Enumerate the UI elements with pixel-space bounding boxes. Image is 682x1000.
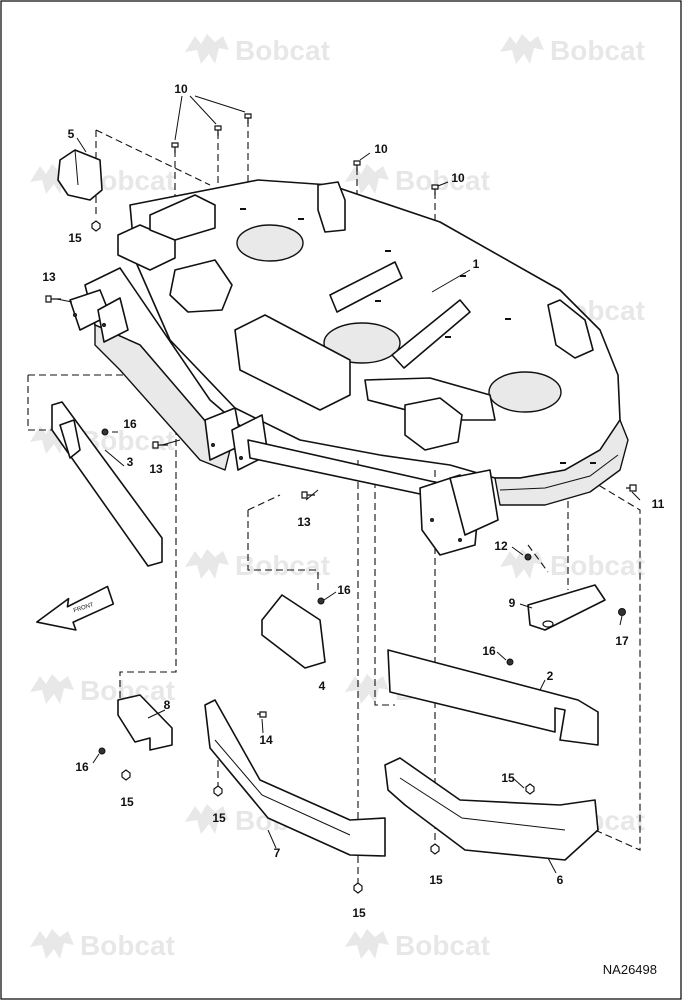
nut-15: [353, 882, 363, 894]
svg-text:Bobcat: Bobcat: [235, 35, 330, 66]
watermark: Bobcat: [30, 164, 175, 196]
callout-7: 7: [274, 846, 281, 860]
callout-16-a: 16: [123, 417, 137, 431]
bobcat-logo-icon: [30, 674, 74, 704]
nut-12: [524, 553, 532, 561]
part-3-baffle: [51, 401, 163, 567]
watermark: Bobcat: [500, 34, 645, 66]
svg-text:Bobcat: Bobcat: [550, 550, 645, 581]
callout-15-e: 15: [429, 873, 443, 887]
spindle-mount-center: [323, 322, 401, 364]
callout-11: 11: [652, 497, 665, 511]
svg-text:Bobcat: Bobcat: [550, 35, 645, 66]
bolt-10: [214, 125, 222, 136]
watermark: Bobcat: [185, 34, 330, 66]
callout-2: 2: [547, 669, 554, 683]
bolt-11: [626, 484, 637, 492]
part-7-skid: [204, 699, 386, 857]
nut-16: [98, 747, 106, 755]
callout-10-center: 10: [374, 142, 388, 156]
callout-15-b: 15: [120, 795, 134, 809]
callout-14: 14: [259, 733, 273, 747]
mower-deck-shell: [117, 179, 629, 506]
bobcat-logo-icon: [185, 804, 229, 834]
callout-6: 6: [557, 873, 564, 887]
nut-15: [91, 220, 101, 232]
part-8-bracket: [117, 694, 173, 751]
watermark: Bobcat: [345, 929, 490, 961]
svg-text:Bobcat: Bobcat: [235, 550, 330, 581]
bolt-10: [353, 160, 361, 171]
bolt-14: [257, 711, 267, 718]
spindle-mount-right: [488, 371, 562, 413]
callout-5: 5: [68, 127, 75, 141]
bobcat-logo-icon: [500, 549, 544, 579]
callout-16-d: 16: [75, 760, 89, 774]
bobcat-logo-icon: [185, 549, 229, 579]
callout-12: 12: [494, 539, 508, 553]
callout-15-c: 15: [212, 811, 226, 825]
callout-16-c: 16: [482, 644, 496, 658]
bobcat-logo-icon: [30, 929, 74, 959]
callout-1: 1: [473, 257, 480, 271]
callout-3: 3: [127, 455, 134, 469]
nut-16: [506, 658, 514, 666]
spindle-mount-left: [236, 224, 304, 262]
bobcat-logo-icon: [345, 674, 389, 704]
callout-16-b: 16: [337, 583, 351, 597]
callout-15-f: 15: [501, 771, 515, 785]
part-6-skid: [384, 757, 599, 861]
callout-15-a: 15: [68, 231, 82, 245]
watermark: Bobcat: [30, 929, 175, 961]
watermark: Bobcat: [500, 549, 645, 581]
nut-15: [430, 843, 440, 855]
front-hitch-assembly: [69, 267, 499, 556]
nut-15: [213, 785, 223, 797]
bobcat-logo-icon: [185, 34, 229, 64]
front-direction-arrow: FRONT: [36, 585, 115, 631]
part-9-bracket: [527, 584, 606, 631]
callout-17: 17: [615, 634, 629, 648]
watermark: Bobcat: [345, 164, 490, 196]
callout-15-d: 15: [352, 906, 366, 920]
nut-15: [525, 783, 535, 795]
part-2-baffle: [387, 649, 599, 746]
callout-13-lower: 13: [297, 515, 311, 529]
nut-17: [618, 608, 626, 616]
leader-lines: [56, 95, 641, 874]
bobcat-logo-icon: [345, 164, 389, 194]
bobcat-logo-icon: [345, 929, 389, 959]
svg-text:Bobcat: Bobcat: [80, 930, 175, 961]
nut-15: [121, 769, 131, 781]
svg-text:Bobcat: Bobcat: [395, 165, 490, 196]
nut-16: [317, 597, 325, 605]
callout-10-group: 10: [174, 82, 188, 96]
bobcat-logo-icon: [500, 34, 544, 64]
watermark: Bobcat: [30, 674, 175, 706]
callout-8: 8: [164, 698, 171, 712]
bolt-10: [244, 113, 252, 124]
watermark: Bobcat: [185, 549, 330, 581]
drawing-number: NA26498: [603, 962, 657, 977]
callout-4: 4: [319, 679, 326, 693]
callout-9: 9: [509, 596, 516, 610]
callout-13-left: 13: [42, 270, 56, 284]
bolt-10: [171, 142, 179, 153]
callout-labels: 1 2 3 4 5 6 7 8 9 10 10 10 11 12 13 13 1…: [42, 82, 664, 920]
bolt-13: [301, 491, 315, 499]
part-4-plate: [261, 594, 326, 669]
callout-10-right: 10: [451, 171, 465, 185]
part-5-bracket: [57, 149, 103, 201]
svg-text:Bobcat: Bobcat: [395, 930, 490, 961]
nut-16: [101, 428, 109, 436]
callout-13-mid: 13: [149, 462, 163, 476]
bolt-10: [431, 184, 439, 195]
